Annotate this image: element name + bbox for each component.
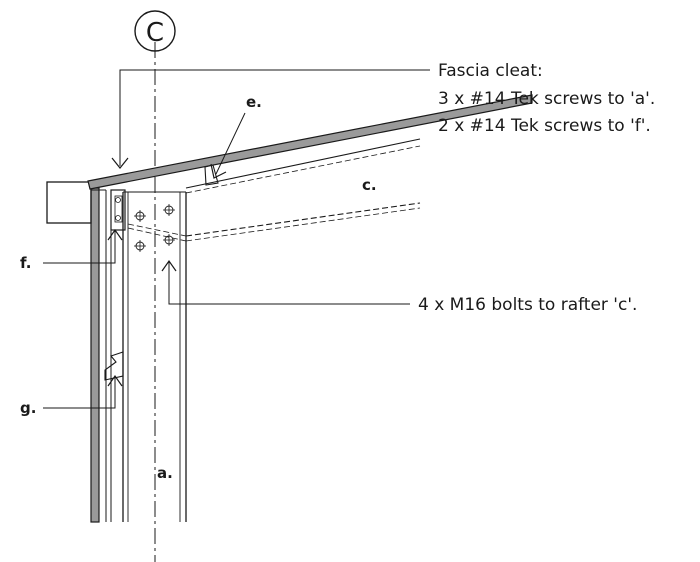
fascia-cleat-f — [110, 189, 126, 231]
girt-bracket-g — [104, 351, 124, 381]
grid-marker-c: C — [134, 10, 176, 52]
gutter — [46, 181, 92, 224]
tag-a: a. — [157, 464, 173, 482]
purlin-cleat-e — [204, 164, 219, 186]
tag-c: c. — [362, 176, 377, 194]
tag-e: e. — [246, 93, 262, 111]
grid-bubble — [134, 10, 176, 52]
leader-bolts — [161, 259, 410, 305]
bolt-marker — [134, 240, 146, 252]
bolt-group — [134, 204, 175, 252]
fascia-cleat-title: Fascia cleat: — [438, 61, 543, 81]
rafter-c — [127, 138, 421, 242]
fascia-cleat-screws-a: 3 x #14 Tek screws to 'a'. — [438, 89, 655, 109]
roof-sheeting — [87, 94, 533, 190]
fascia-cleat-screws-f: 2 x #14 Tek screws to 'f'. — [438, 116, 651, 136]
tag-f: f. — [20, 254, 31, 272]
bolt-marker — [163, 204, 175, 216]
leader-f — [43, 228, 123, 264]
tag-g: g. — [20, 399, 36, 417]
leader-fascia-cleat — [111, 69, 430, 169]
bolt-marker — [134, 210, 146, 222]
wall-cladding — [90, 187, 100, 523]
bolt-marker — [163, 234, 175, 246]
bolts-callout: 4 x M16 bolts to rafter 'c'. — [418, 295, 637, 315]
leader-e — [210, 112, 246, 179]
grid-letter: C — [146, 18, 164, 48]
leader-g — [43, 374, 123, 409]
